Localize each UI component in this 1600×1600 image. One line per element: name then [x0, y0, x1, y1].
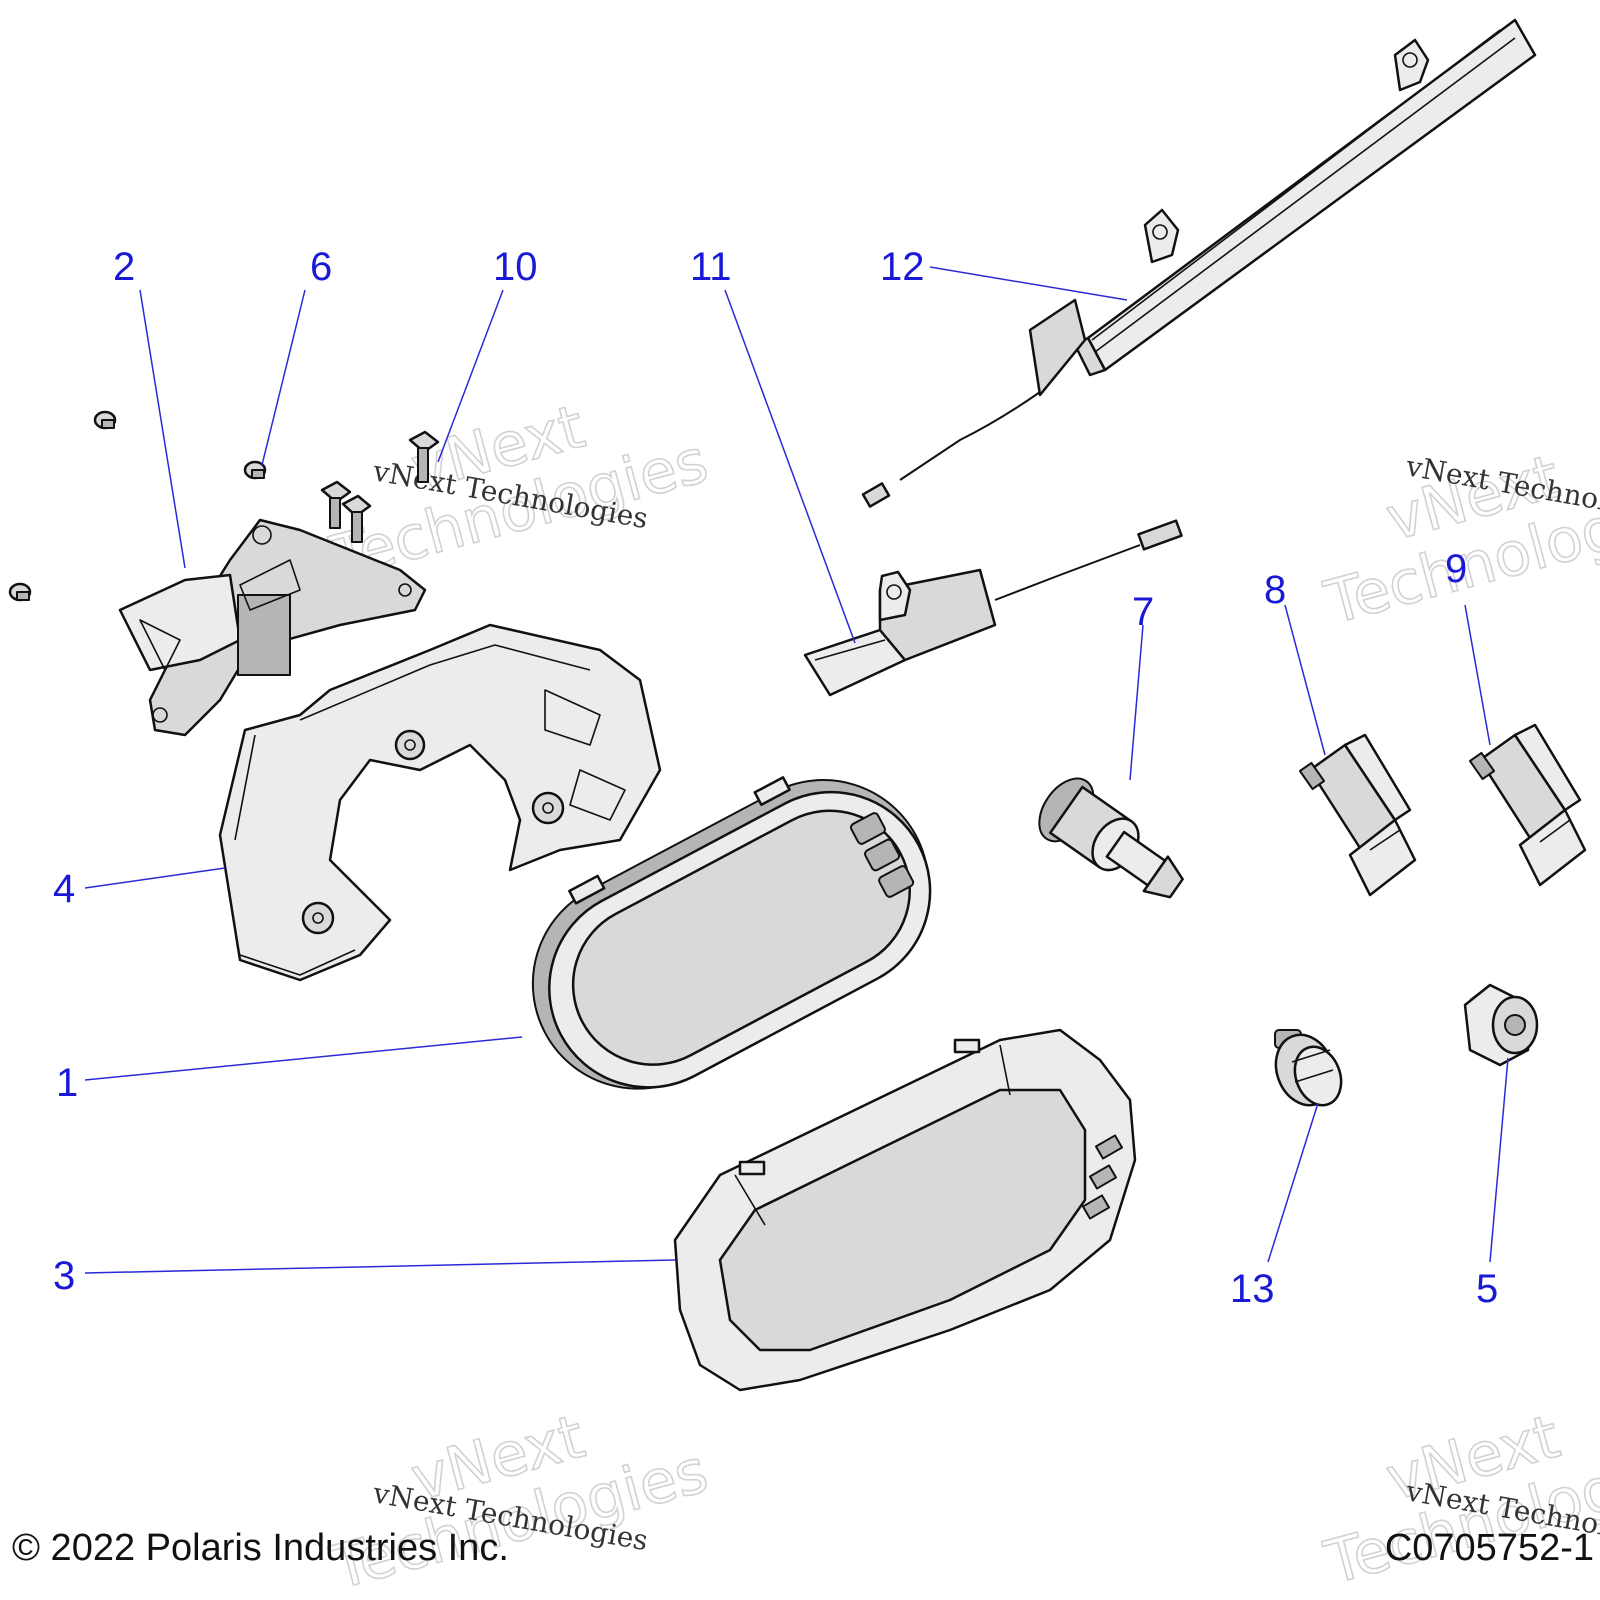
callout-9: 9: [1445, 547, 1467, 591]
callout-1: 1: [56, 1061, 78, 1105]
part-10-bolts: [320, 430, 440, 543]
leader-lines: [84, 266, 1509, 1274]
part-11-light-bar: [803, 519, 1183, 697]
callout-numbers: 2 6 10 11 12 7 8 9 4 1 3 13 5: [53, 245, 1498, 1311]
leader-10: [437, 289, 504, 463]
callout-3: 3: [53, 1254, 75, 1298]
copyright-notice: © 2022 Polaris Industries Inc.: [12, 1527, 509, 1569]
loose-screw-top: [93, 410, 117, 430]
leader-7: [1129, 624, 1144, 781]
leader-12: [929, 266, 1128, 301]
part-6-screw: [243, 460, 267, 480]
callout-4: 4: [53, 867, 75, 911]
callout-12: 12: [880, 245, 925, 289]
part-4-rear-housing: [218, 623, 662, 982]
callout-5: 5: [1476, 1267, 1498, 1311]
leader-3: [84, 1259, 676, 1274]
callout-8: 8: [1264, 568, 1286, 612]
watermark-top-right: vNext Technologies: [1317, 441, 1600, 639]
part-12-trim-strip: [861, 18, 1537, 508]
fasteners: [8, 410, 440, 602]
leader-4: [84, 867, 226, 889]
watermark-group: vNext Technologies vNext Technologies vN…: [323, 391, 1600, 1600]
part-3-front-bezel: [673, 1028, 1137, 1392]
part-1-instrument-cluster: [531, 776, 932, 1090]
leader-5: [1489, 1057, 1509, 1263]
loose-screw-left: [8, 582, 32, 602]
leader-9: [1464, 604, 1491, 746]
callout-7: 7: [1132, 590, 1154, 634]
leader-8: [1284, 604, 1326, 756]
part-13-round-socket: [1274, 1029, 1343, 1107]
leader-1: [84, 1036, 523, 1081]
callout-2: 2: [113, 245, 135, 289]
callout-11: 11: [690, 245, 732, 289]
part-5-power-outlet: [1463, 983, 1539, 1067]
leader-11: [724, 289, 856, 644]
part-7-ignition-switch: [1038, 777, 1184, 899]
callout-13: 13: [1230, 1267, 1275, 1311]
part-9-rocker-switch: [1468, 723, 1587, 887]
leader-13: [1267, 1102, 1319, 1263]
callout-10: 10: [493, 245, 538, 289]
leader-6: [261, 289, 306, 466]
part-2-mounting-bracket: [118, 518, 427, 737]
part-8-rocker-switch: [1298, 733, 1417, 897]
drawing-code: C0705752-1: [1384, 1527, 1594, 1569]
leader-2: [139, 289, 186, 569]
callout-6: 6: [310, 245, 332, 289]
